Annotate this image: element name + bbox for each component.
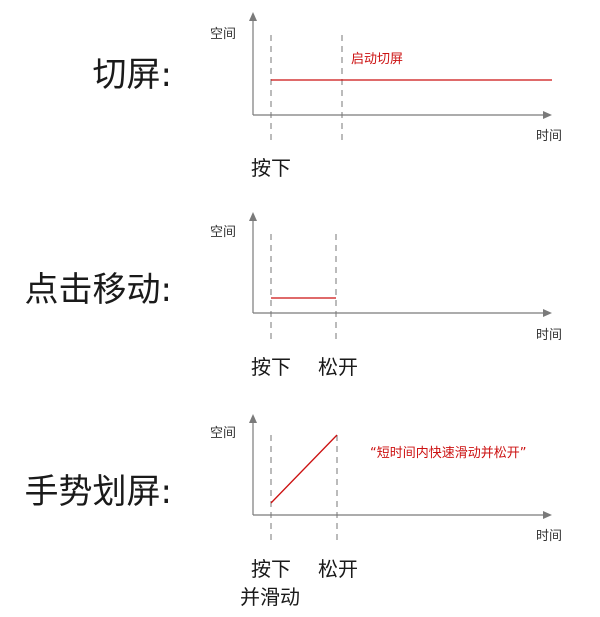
annotation-note: 启动切屏 (351, 52, 403, 67)
event-press-label: 按下 (251, 557, 291, 581)
y-axis-arrow-icon (249, 212, 257, 221)
annotation-note: “短时间内快速滑动并松开” (370, 445, 526, 461)
signal-line (270, 434, 338, 504)
x-axis-label: 时间 (536, 529, 562, 544)
event-press-label: 按下 (251, 355, 291, 379)
y-axis-label: 空间 (210, 426, 236, 441)
y-axis-arrow-icon (249, 414, 257, 423)
y-axis-label: 空间 (210, 225, 236, 240)
panel-switch-screen: 切屏: 空间 时间 启动切屏 按下 (93, 12, 562, 180)
x-axis-arrow-icon (543, 111, 552, 119)
event-release-label: 松开 (318, 355, 358, 379)
x-axis-arrow-icon (543, 511, 552, 519)
panel-title: 手势划屏: (25, 472, 172, 512)
y-axis-label: 空间 (210, 27, 236, 42)
y-axis-arrow-icon (249, 12, 257, 21)
event-release-label: 松开 (318, 557, 358, 581)
panel-title: 切屏: (93, 55, 172, 95)
panel-tap-move: 点击移动: 空间 时间 按下 松开 (25, 212, 562, 379)
x-axis-label: 时间 (536, 129, 562, 144)
panel-swipe-screen: 手势划屏: 空间 时间 “短时间内快速滑动并松开” 按下 松开 并滑动 (25, 414, 562, 609)
panel-title: 点击移动: (25, 270, 172, 310)
x-axis-label: 时间 (536, 328, 562, 343)
event-slide-label: 并滑动 (240, 585, 300, 609)
event-press-label: 按下 (251, 156, 291, 180)
x-axis-arrow-icon (543, 309, 552, 317)
